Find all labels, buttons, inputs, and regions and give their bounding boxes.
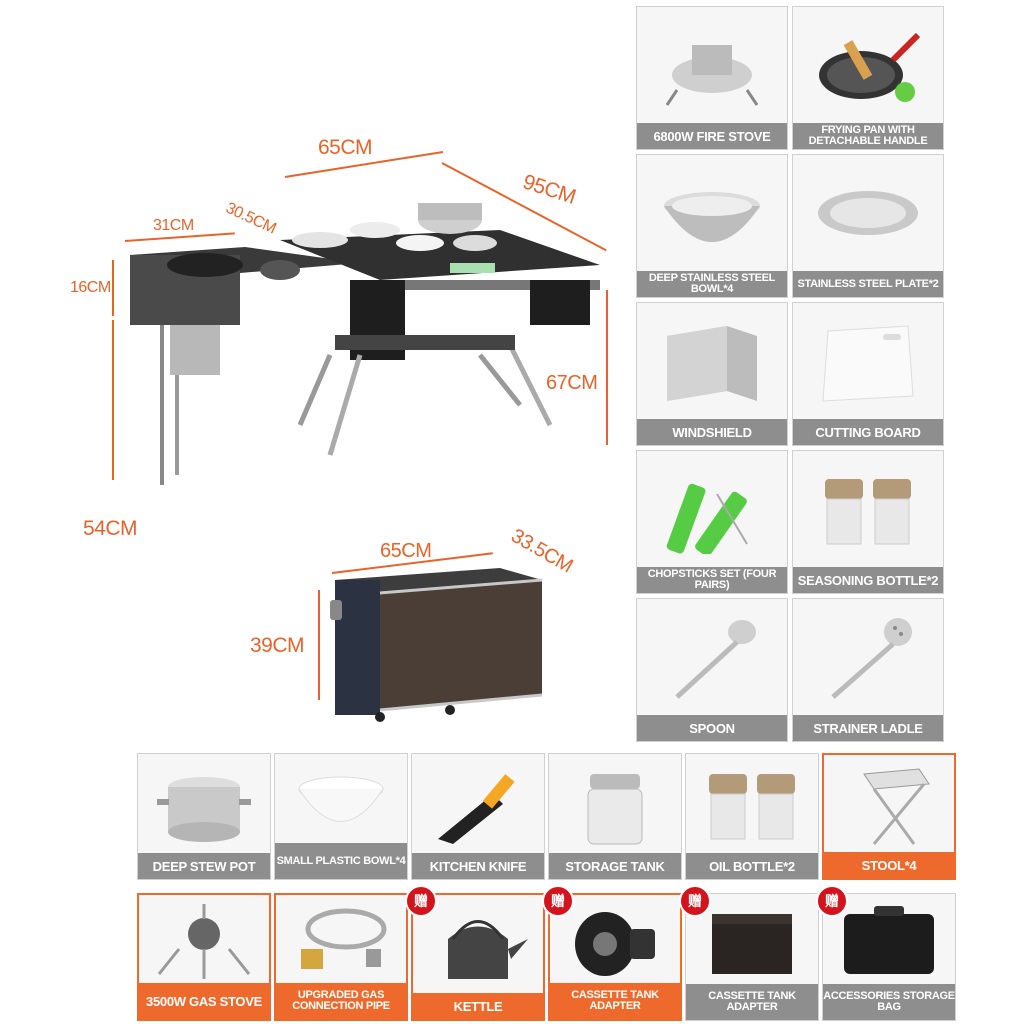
plastic-bowl-icon xyxy=(275,754,407,843)
stew-pot-icon xyxy=(138,754,270,853)
product-tile-stew-pot[interactable]: DEEP STEW POT xyxy=(137,753,271,880)
product-tile-cassette-case[interactable]: CASSETTE TANK ADAPTER xyxy=(685,893,819,1021)
product-label: FRYING PAN WITH DETACHABLE HANDLE xyxy=(793,123,943,149)
product-label: WINDSHIELD xyxy=(637,419,787,445)
product-tile-seasoning-bottle[interactable]: SEASONING BOTTLE*2 xyxy=(792,450,944,594)
bowl-icon xyxy=(637,155,787,271)
product-tile-storage-tank[interactable]: STORAGE TANK xyxy=(548,753,682,880)
dim-side-width: 31CM xyxy=(153,217,194,234)
product-label: STRAINER LADLE xyxy=(793,715,943,741)
cassette-adapter-icon xyxy=(550,895,680,983)
product-tile-frying-pan[interactable]: FRYING PAN WITH DETACHABLE HANDLE xyxy=(792,6,944,150)
product-tile-gas-pipe[interactable]: UPGRADED GAS CONNECTION PIPE xyxy=(274,893,408,1021)
camping-kitchen-table-illustration xyxy=(130,203,600,485)
product-label: OIL BOTTLE*2 xyxy=(686,853,818,879)
product-tile-gas-stove[interactable]: 3500W GAS STOVE xyxy=(137,893,271,1021)
stove-icon xyxy=(637,7,787,123)
dim-line-leg-height xyxy=(112,320,114,480)
product-tile-plate[interactable]: STAINLESS STEEL PLATE*2 xyxy=(792,154,944,298)
product-tile-bowl[interactable]: DEEP STAINLESS STEEL BOWL*4 xyxy=(636,154,788,298)
cutting-board-icon xyxy=(793,303,943,419)
product-tile-kettle[interactable]: KETTLE xyxy=(411,893,545,1021)
product-label: ACCESSORIES STORAGE BAG xyxy=(823,984,955,1020)
product-label: CASSETTE TANK ADAPTER xyxy=(550,983,680,1019)
product-tile-stove[interactable]: 6800W FIRE STOVE xyxy=(636,6,788,150)
storage-tank-icon xyxy=(549,754,681,853)
product-tile-knife[interactable]: KITCHEN KNIFE xyxy=(411,753,545,880)
product-tile-oil-bottle[interactable]: OIL BOTTLE*2 xyxy=(685,753,819,880)
product-label: SPOON xyxy=(637,715,787,741)
dim-side-height: 16CM xyxy=(70,279,111,296)
product-tile-windshield[interactable]: WINDSHIELD xyxy=(636,302,788,446)
product-label: DEEP STEW POT xyxy=(138,853,270,879)
seasoning-bottle-icon xyxy=(793,451,943,567)
dim-top-width: 65CM xyxy=(318,136,373,159)
stool-icon xyxy=(824,755,954,852)
product-label: KETTLE xyxy=(413,993,543,1019)
product-tile-strainer-ladle[interactable]: STRAINER LADLE xyxy=(792,598,944,742)
plate-icon xyxy=(793,155,943,271)
gas-stove-icon xyxy=(139,895,269,983)
product-label: SEASONING BOTTLE*2 xyxy=(793,567,943,593)
dim-line-table-height xyxy=(606,290,608,445)
product-tile-plastic-bowl[interactable]: SMALL PLASTIC BOWL*4 xyxy=(274,753,408,880)
gift-badge: 赠 xyxy=(679,885,711,917)
product-label: KITCHEN KNIFE xyxy=(412,853,544,879)
product-tile-chopsticks[interactable]: CHOPSTICKS SET (FOUR PAIRS) xyxy=(636,450,788,594)
product-label: DEEP STAINLESS STEEL BOWL*4 xyxy=(637,271,787,297)
product-label: UPGRADED GAS CONNECTION PIPE xyxy=(276,983,406,1019)
frying-pan-icon xyxy=(793,7,943,123)
product-label: 3500W GAS STOVE xyxy=(139,983,269,1019)
folded-storage-box-illustration xyxy=(330,568,543,722)
gift-badge: 赠 xyxy=(542,885,574,917)
product-label: STOOL*4 xyxy=(824,852,954,878)
product-tile-cassette-adapter[interactable]: CASSETTE TANK ADAPTER xyxy=(548,893,682,1021)
gift-badge: 赠 xyxy=(405,885,437,917)
oil-bottle-icon xyxy=(686,754,818,853)
product-tile-stool[interactable]: STOOL*4 xyxy=(822,753,956,880)
spoon-icon xyxy=(637,599,787,715)
dim-box-width: 65CM xyxy=(380,540,432,562)
product-label: CASSETTE TANK ADAPTER xyxy=(686,984,818,1020)
product-label: SMALL PLASTIC BOWL*4 xyxy=(275,843,407,879)
product-label: STAINLESS STEEL PLATE*2 xyxy=(793,271,943,297)
product-label: STORAGE TANK xyxy=(549,853,681,879)
dim-line-side-height xyxy=(112,260,114,316)
knife-icon xyxy=(412,754,544,853)
windshield-icon xyxy=(637,303,787,419)
dim-leg-height: 54CM xyxy=(83,517,138,540)
dim-line-box-height xyxy=(318,590,320,700)
product-label: CHOPSTICKS SET (FOUR PAIRS) xyxy=(637,567,787,593)
gas-pipe-icon xyxy=(276,895,406,983)
product-label: 6800W FIRE STOVE xyxy=(637,123,787,149)
product-tile-spoon[interactable]: SPOON xyxy=(636,598,788,742)
kettle-icon xyxy=(413,895,543,993)
product-label: CUTTING BOARD xyxy=(793,419,943,445)
dim-table-height: 67CM xyxy=(546,372,598,394)
dim-box-height: 39CM xyxy=(250,634,305,657)
chopsticks-icon xyxy=(637,451,787,567)
product-tile-cutting-board[interactable]: CUTTING BOARD xyxy=(792,302,944,446)
gift-badge: 赠 xyxy=(816,885,848,917)
strainer-ladle-icon xyxy=(793,599,943,715)
